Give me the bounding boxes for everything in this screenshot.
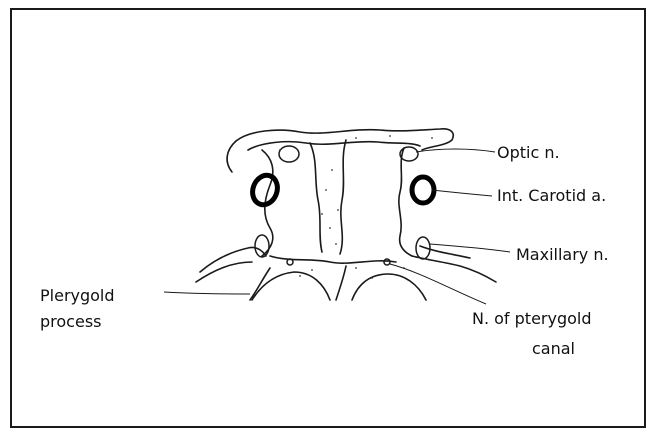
left-lower-wing-outer bbox=[196, 262, 252, 282]
left-carotid-artery bbox=[249, 172, 282, 208]
label-optic-n: Optic n. bbox=[497, 143, 560, 163]
pterygoid-arch-right bbox=[352, 274, 426, 300]
label-pterygoid-process-line1: Plerygold bbox=[40, 286, 115, 306]
bone-stipple bbox=[279, 135, 433, 279]
label-maxillary-n: Maxillary n. bbox=[516, 245, 609, 265]
pterygoid-base bbox=[250, 266, 346, 300]
left-lateral-wing bbox=[227, 141, 236, 172]
leader-optic-n bbox=[416, 149, 495, 152]
leader-maxillary bbox=[430, 244, 510, 252]
right-carotid-artery bbox=[412, 177, 434, 203]
right-sinus-wall bbox=[399, 148, 412, 256]
label-int-carotid-a: Int. Carotid a. bbox=[497, 186, 606, 206]
label-pterygoid-process-line2: process bbox=[40, 312, 101, 332]
label-n-pterygoid-canal-line1: N. of pterygold bbox=[472, 309, 592, 329]
pterygoid-arch-left bbox=[252, 272, 330, 300]
central-septum bbox=[310, 140, 346, 254]
leader-int-carotid bbox=[432, 190, 492, 196]
sphenoid-roof-inner bbox=[248, 142, 420, 150]
label-n-pterygoid-canal-line2: canal bbox=[532, 339, 575, 359]
left-maxillary-foramen bbox=[255, 235, 269, 257]
leader-pterygoid-process bbox=[164, 292, 250, 294]
right-lower-wing bbox=[412, 256, 496, 282]
left-optic-canal bbox=[279, 146, 299, 162]
